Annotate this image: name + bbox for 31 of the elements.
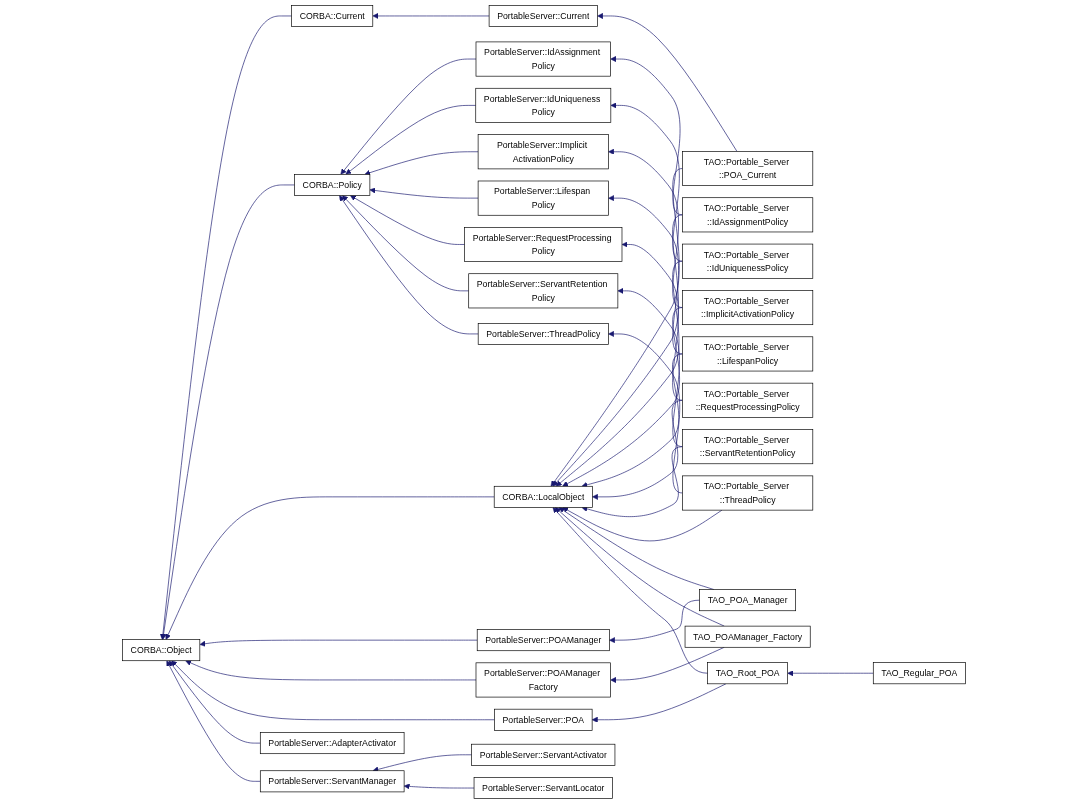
node-box: TAO::Portable_Server ::ImplicitActivationPolicy xyxy=(682,290,814,326)
node-box: PortableServer::ThreadPolicy xyxy=(477,323,609,345)
node-box: PortableServer::RequestProcessing Policy xyxy=(464,227,623,262)
node-box: PortableServer::IdUniqueness Policy xyxy=(475,87,612,123)
node-box: TAO::Portable_Server ::RequestProcessingPolicy xyxy=(682,382,814,418)
node-box: TAO::Portable_Server ::IdAssignmentPolicy xyxy=(682,197,814,233)
node-box: PortableServer::Current xyxy=(488,5,598,27)
node-box: PortableServer::AdapterActivator xyxy=(259,732,405,755)
node-box: TAO::Portable_Server ::IdUniquenessPolicy xyxy=(682,243,814,279)
node-box: PortableServer::POAManager Factory xyxy=(475,662,611,698)
node-box: PortableServer::Implicit ActivationPolicy xyxy=(477,134,609,170)
node-box: TAO::Portable_Server ::ThreadPolicy xyxy=(682,475,814,511)
node-box: CORBA::LocalObject xyxy=(493,485,593,508)
node-box: TAO_Root_POA xyxy=(707,662,788,685)
node-box: TAO::Portable_Server ::LifespanPolicy xyxy=(682,336,814,372)
node-box: PortableServer::Lifespan Policy xyxy=(477,180,609,216)
node-box: TAO_POA_Manager xyxy=(699,589,796,612)
node-box: CORBA::Object xyxy=(122,639,201,662)
node-box: CORBA::Policy xyxy=(294,174,371,196)
node-box: PortableServer::IdAssignment Policy xyxy=(475,41,611,77)
node-box: CORBA::Current xyxy=(291,5,374,27)
node-box: PortableServer::ServantActivator xyxy=(471,743,616,766)
node-box: TAO_POAManager_Factory xyxy=(684,625,811,648)
node-box: PortableServer::POA xyxy=(494,708,593,731)
node-box: PortableServer::ServantRetention Policy xyxy=(468,273,619,309)
node-box: TAO::Portable_Server ::POA_Current xyxy=(682,151,814,186)
node-box: PortableServer::POAManager xyxy=(476,629,610,652)
node-box: TAO::Portable_Server ::ServantRetentionPolicy xyxy=(682,429,814,465)
node-box: PortableServer::ServantLocator xyxy=(473,777,613,799)
node-box: TAO_Regular_POA xyxy=(872,662,966,685)
node-box: PortableServer::ServantManager xyxy=(259,770,405,793)
